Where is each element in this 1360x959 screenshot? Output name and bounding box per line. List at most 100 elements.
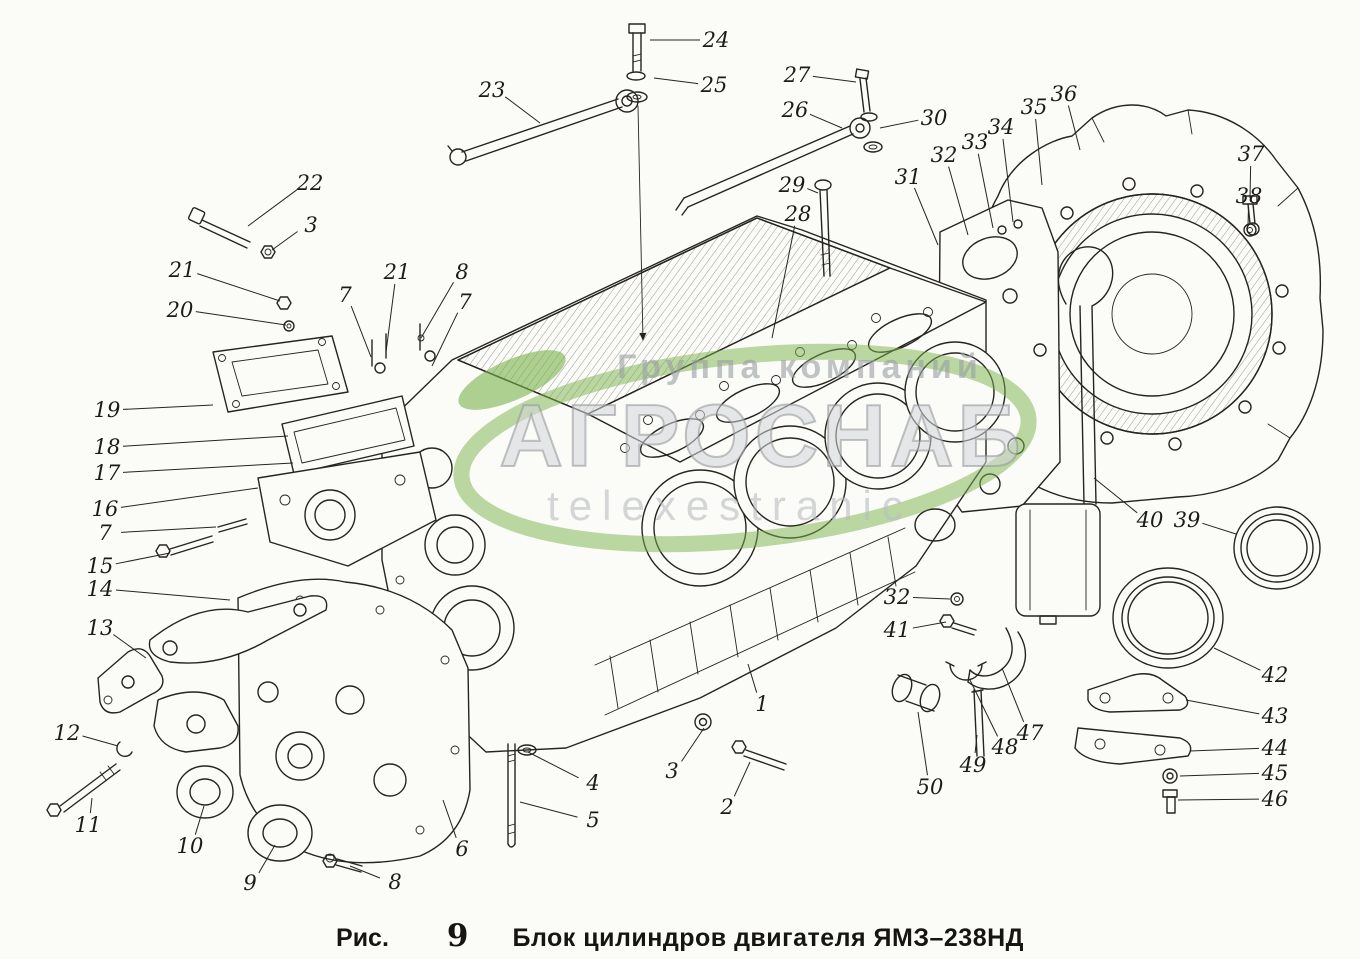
callout-leader-44	[1189, 747, 1260, 752]
figure-number: 9	[446, 918, 469, 954]
callout-leader-7	[350, 305, 372, 358]
callout-30: 30	[921, 106, 948, 130]
callout-leader-28	[771, 225, 796, 339]
callout-31: 31	[895, 165, 922, 189]
callout-leader-25	[653, 77, 699, 85]
callout-leader-12	[82, 735, 119, 747]
callout-leader-35	[1035, 118, 1043, 186]
callout-leader-7	[120, 526, 217, 533]
front-cover	[176, 578, 471, 864]
callout-leader-19	[122, 404, 214, 410]
callout-leader-50	[917, 711, 928, 776]
callout-19: 19	[94, 398, 121, 422]
callout-15: 15	[87, 554, 114, 578]
callout-29: 29	[778, 173, 806, 197]
callout-46: 46	[1261, 787, 1289, 811]
callout-leader-48	[969, 679, 999, 737]
callout-leader-32	[912, 596, 951, 600]
callout-37: 37	[1238, 142, 1265, 166]
callout-leader-20	[195, 311, 287, 326]
callout-leader-43	[1185, 699, 1260, 715]
callout-leader-3	[271, 231, 298, 251]
callout-48: 48	[991, 735, 1019, 759]
skirt-ribs	[594, 527, 916, 716]
callout-3: 3	[304, 213, 317, 237]
callout-14: 14	[87, 577, 114, 601]
callout-leader-39	[1202, 522, 1237, 535]
callout-33: 33	[962, 130, 989, 154]
callout-leader-8	[420, 281, 454, 339]
callout-7: 7	[458, 290, 472, 314]
callout-leader-16	[120, 487, 259, 508]
callout-43: 43	[1261, 704, 1289, 728]
oil-pipe-parts	[891, 627, 1027, 757]
callout-16: 16	[92, 497, 119, 521]
callout-6: 6	[455, 837, 468, 861]
flywheel-housing	[975, 104, 1324, 504]
callout-leader-34	[1002, 138, 1014, 223]
breather-assembly	[1015, 246, 1114, 625]
watermark-leaf	[458, 350, 566, 410]
callout-leader-8	[349, 865, 381, 879]
callout-leader-45	[1179, 772, 1260, 777]
callout-leader-27	[812, 75, 857, 83]
bracket-43	[1087, 673, 1189, 713]
callout-5: 5	[586, 808, 599, 832]
clamp-48	[949, 663, 983, 681]
callout-leader-23	[504, 96, 541, 124]
callout-leader-4	[527, 751, 579, 779]
callout-9: 9	[243, 871, 256, 895]
callout-22: 22	[296, 171, 324, 195]
callout-7: 7	[98, 521, 112, 545]
callout-47: 47	[1016, 721, 1044, 745]
callout-leader-29	[807, 188, 819, 194]
callout-49: 49	[959, 753, 987, 777]
callout-1: 1	[755, 692, 768, 716]
fasteners	[46, 23, 1258, 873]
callout-13: 13	[87, 616, 114, 640]
callout-40: 40	[1136, 508, 1164, 532]
callout-leader-1	[747, 663, 758, 693]
seal-9	[247, 804, 313, 862]
watermark-swoosh	[453, 343, 1037, 553]
watermark: Группа компаний АГРОСНАБ telexestranic	[453, 343, 1037, 553]
callout-leader-49	[974, 734, 978, 754]
callout-36: 36	[1051, 82, 1078, 106]
callout-20: 20	[166, 298, 194, 322]
callout-34: 34	[988, 115, 1015, 139]
callout-leader-31	[913, 187, 939, 246]
callout-leader-10	[194, 805, 205, 835]
callout-39: 39	[1174, 508, 1201, 532]
callout-26: 26	[781, 98, 809, 122]
callout-28: 28	[784, 202, 812, 226]
callout-leader-7	[431, 312, 459, 367]
parts-diagram: Группа компаний АГРОСНАБ telexestranic 2…	[46, 23, 1324, 895]
callout-27: 27	[783, 63, 811, 87]
callout-23: 23	[478, 78, 506, 102]
callout-35: 35	[1021, 95, 1048, 119]
callout-leader-21	[385, 283, 396, 353]
callout-leader-33	[977, 153, 994, 229]
callout-leader-37	[1249, 165, 1252, 199]
callout-2: 2	[719, 795, 733, 819]
callout-11: 11	[75, 813, 102, 837]
deck-studs	[371, 323, 436, 374]
callout-leader-30	[879, 119, 919, 129]
callout-leader-13	[113, 634, 147, 659]
support-brackets	[97, 595, 328, 753]
callout-leader-3	[681, 727, 705, 762]
callout-leader-15	[115, 552, 171, 565]
callout-leader-40	[1093, 477, 1138, 514]
callout-leader-5	[519, 801, 578, 818]
callout-leader-46	[1177, 798, 1260, 801]
callout-18: 18	[94, 435, 121, 459]
callout-41: 41	[883, 618, 911, 642]
watermark-line3: telexestranic	[547, 482, 913, 529]
callout-leader-21	[197, 273, 281, 302]
callout-45: 45	[1261, 761, 1289, 785]
callout-leader-14	[115, 589, 231, 601]
callout-25: 25	[700, 73, 728, 97]
watermark-line2: АГРОСНАБ	[499, 386, 1024, 485]
callout-leader-2	[733, 761, 751, 797]
callout-leader-6	[442, 799, 457, 838]
